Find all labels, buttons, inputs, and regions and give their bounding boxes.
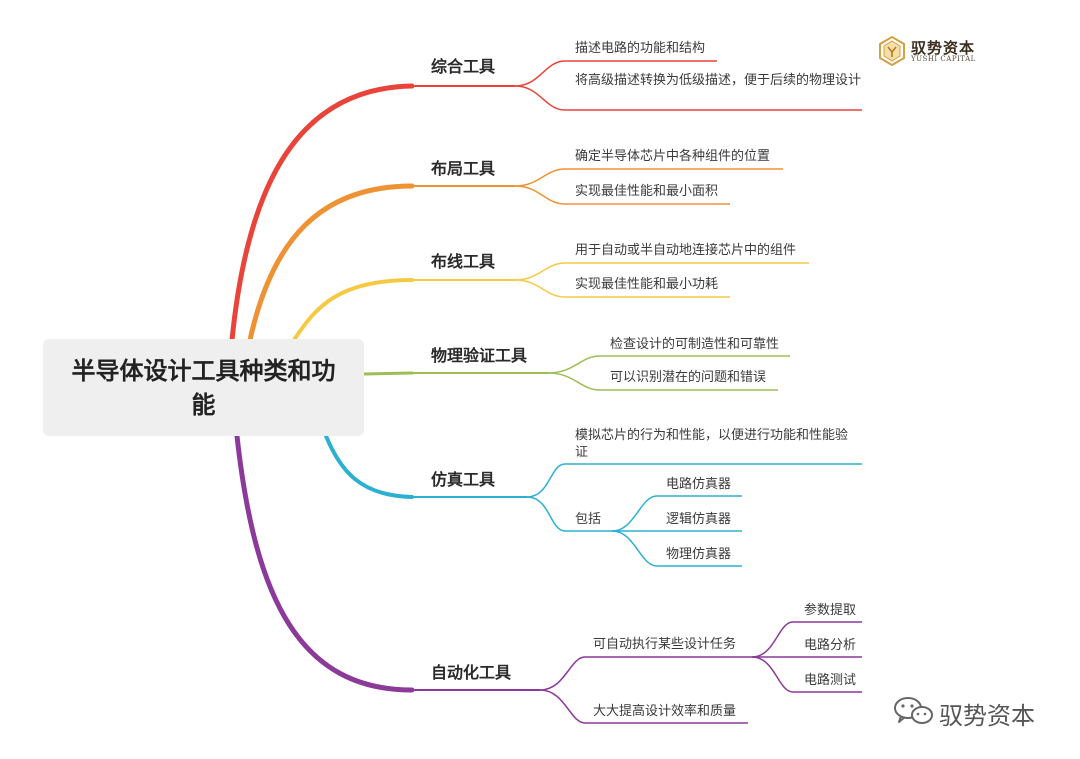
- verification-item-1: 检查设计的可制造性和可靠性: [610, 337, 780, 352]
- connector-root-routing: [292, 278, 414, 342]
- include-item-3: 物理仿真器: [666, 547, 732, 562]
- automation-item-2: 大大提高设计效率和质量: [593, 704, 737, 719]
- connector-automation-1: [539, 656, 752, 691]
- connector-simulation-1: [526, 463, 862, 498]
- simulation-include-label: 包括: [575, 512, 602, 527]
- connector-task-3: [751, 656, 862, 693]
- branch-simulation-tool: 仿真工具: [431, 470, 496, 489]
- simulation-item-1: 模拟芯片的行为和性能，以便进行功能和性能验证: [575, 428, 849, 460]
- connector-routing-1: [514, 262, 809, 281]
- synthesis-item-1: 描述电路的功能和结构: [575, 41, 706, 56]
- logo-name: 驭势资本: [911, 39, 976, 57]
- branch-synthesis-tool: 综合工具: [431, 57, 496, 76]
- branch-layout-tool: 布局工具: [431, 159, 496, 178]
- branch-verification-tool: 物理验证工具: [431, 346, 528, 365]
- logo-subtitle: YUSHI CAPITAL: [911, 55, 976, 63]
- hexagon-logo-icon: [879, 36, 905, 66]
- task-item-2: 电路分析: [804, 638, 857, 653]
- connector-include-3: [611, 530, 742, 567]
- routing-item-1: 用于自动或半自动地连接芯片中的组件: [575, 243, 797, 258]
- connector-verification-1: [547, 355, 790, 374]
- branch-automation-tool: 自动化工具: [431, 663, 512, 682]
- root-node: 半导体设计工具种类和功能: [43, 339, 364, 436]
- task-item-3: 电路测试: [804, 673, 857, 688]
- connector-root-verification: [362, 371, 414, 376]
- verification-item-2: 可以识别潜在的问题和错误: [610, 370, 767, 385]
- include-item-1: 电路仿真器: [666, 477, 732, 492]
- root-title: 半导体设计工具种类和功能: [71, 356, 336, 419]
- connector-routing-2: [514, 279, 730, 298]
- connector-root-simulation: [324, 434, 414, 499]
- layout-item-1: 确定半导体芯片中各种组件的位置: [575, 149, 771, 164]
- connector-task-1: [751, 621, 862, 658]
- task-item-1: 参数提取: [804, 603, 857, 618]
- connector-synthesis-2: [514, 85, 862, 111]
- routing-item-2: 实现最佳性能和最小功耗: [575, 277, 719, 292]
- connector-automation-2: [539, 689, 748, 724]
- automation-item-1: 可自动执行某些设计任务: [593, 637, 737, 652]
- connector-root-layout: [247, 183, 415, 343]
- connector-include-1: [611, 495, 742, 532]
- connector-verification-2: [547, 372, 778, 391]
- connector-layout-2: [514, 185, 730, 205]
- branch-routing-tool: 布线工具: [431, 252, 496, 271]
- connector-simulation-2: [526, 496, 612, 532]
- brand-logo: 驭势资本 YUSHI CAPITAL: [878, 36, 988, 68]
- wechat-icon: [894, 697, 933, 724]
- connector-layout-1: [514, 168, 783, 187]
- include-item-2: 逻辑仿真器: [666, 512, 732, 527]
- layout-item-2: 实现最佳性能和最小面积: [575, 184, 719, 199]
- connector-root-synthesis: [229, 83, 415, 343]
- connector-synthesis-1: [514, 60, 717, 87]
- connector-root-automation: [234, 433, 415, 693]
- watermark-text: 驭势资本: [939, 702, 1035, 730]
- synthesis-item-2: 将高级描述转换为低级描述，便于后续的物理设计: [575, 73, 862, 88]
